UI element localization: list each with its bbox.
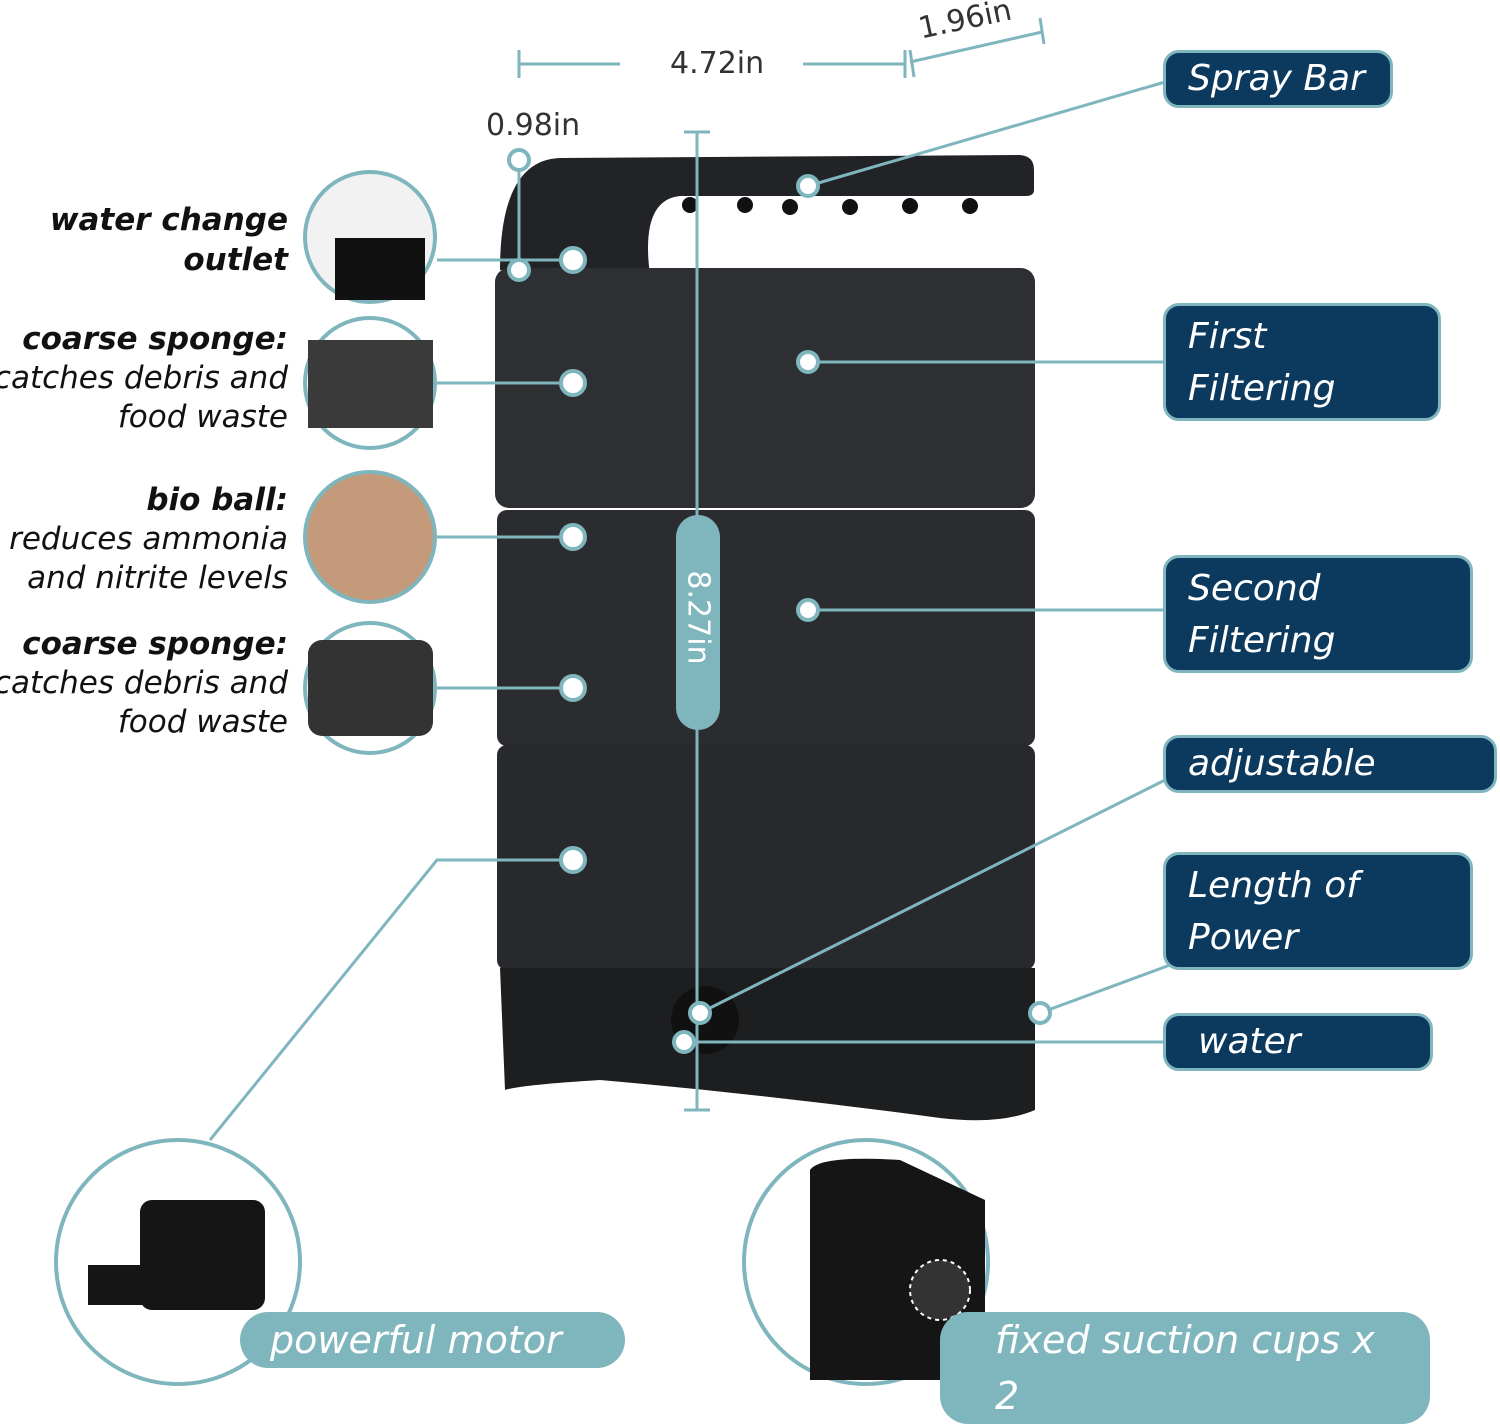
callout-dots [507, 148, 1052, 1054]
sponge-photo [308, 640, 433, 736]
leader-lines [208, 17, 1171, 1141]
height-dimension: 8.27in [680, 570, 716, 665]
water-outlet-label: water outlet [1163, 1013, 1433, 1114]
powerful-motor-label: powerful motor [240, 1312, 625, 1368]
adjustable-nozzle-label: adjustable nozzle [1163, 735, 1497, 836]
outlet-dimension: 0.98in [486, 108, 581, 143]
filter-body [495, 155, 1035, 1121]
width-dimension: 4.72in [670, 46, 765, 81]
spray-bar-label: Spray Bar [1163, 50, 1393, 108]
sponge-photo [308, 340, 433, 428]
product-diagram [54, 17, 1171, 1386]
suction-cups-label: fixed suction cups x 2 [940, 1312, 1430, 1424]
bio-ball-photo [303, 470, 437, 604]
detail-circles [54, 170, 990, 1386]
height-pill [676, 515, 720, 730]
